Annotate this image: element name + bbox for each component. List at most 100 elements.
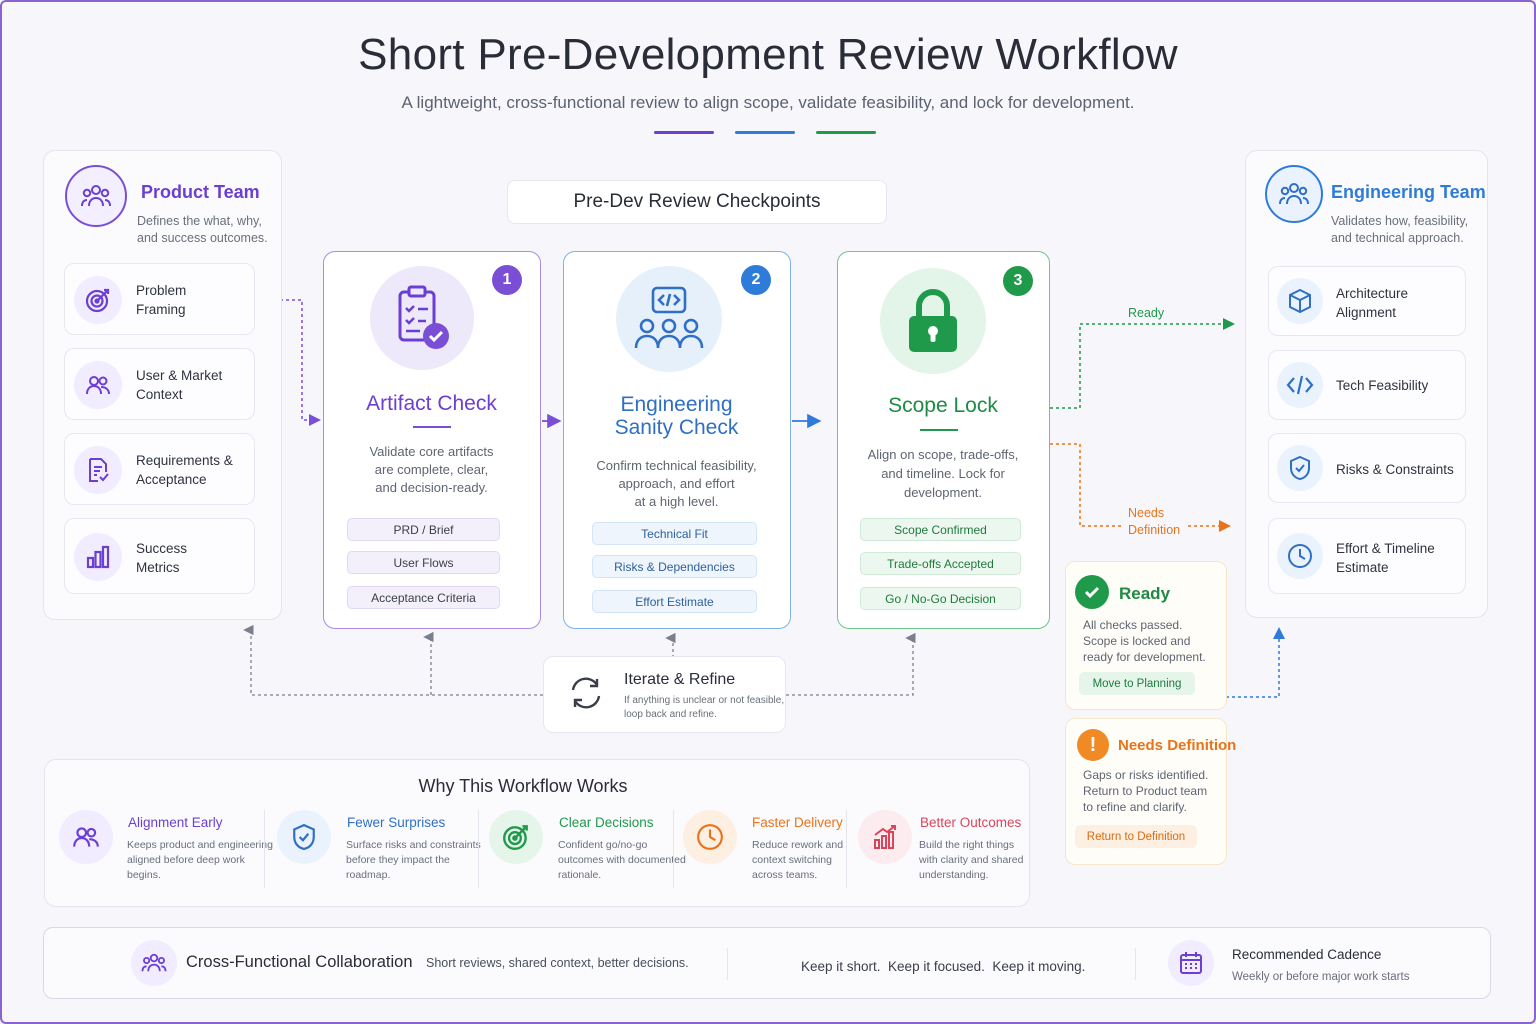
outcome-desc: ready for development. — [1083, 650, 1206, 664]
engineering-item-tech-feasibility[interactable]: Tech Feasibility — [1268, 350, 1466, 420]
footer-cadence-desc: Weekly or before major work starts — [1232, 971, 1410, 983]
stage-title-underline — [920, 429, 958, 431]
item-label: Framing — [136, 302, 186, 317]
engineering-item-risks[interactable]: Risks & Constraints — [1268, 433, 1466, 503]
stage-title: Engineering — [620, 393, 733, 416]
checkpoints-heading: Pre-Dev Review Checkpoints — [507, 180, 887, 224]
stage-desc: are complete, clear, — [374, 462, 489, 477]
footer-cadence-title: Recommended Cadence — [1232, 947, 1382, 962]
target-icon — [489, 810, 543, 864]
outcome-desc: Scope is locked and — [1083, 634, 1191, 648]
code-team-icon — [616, 266, 722, 372]
item-label: Tech Feasibility — [1336, 378, 1429, 393]
product-item-problem-framing[interactable]: Problem Framing — [64, 263, 255, 335]
why-item-title: Alignment Early — [128, 815, 223, 830]
return-to-definition-button[interactable]: Return to Definition — [1075, 825, 1197, 848]
engineering-team-panel: Engineering Team Validates how, feasibil… — [1245, 150, 1488, 618]
outcome-desc: to refine and clarify. — [1083, 800, 1187, 814]
stage-number-badge: 1 — [492, 265, 522, 295]
alert-icon: ! — [1077, 729, 1109, 761]
engineering-item-effort[interactable]: Effort & Timeline Estimate — [1268, 518, 1466, 594]
stage-scope-lock[interactable]: 3 Scope Lock Align on scope, trade-offs,… — [837, 251, 1050, 629]
product-team-title: Product Team — [141, 182, 260, 202]
item-label: Effort & Timeline — [1336, 541, 1435, 556]
stage-title: Sanity Check — [614, 416, 739, 439]
footer-collab-desc: Short reviews, shared context, better de… — [426, 956, 689, 970]
iterate-refine-box[interactable]: Iterate & Refine If anything is unclear … — [543, 656, 786, 733]
product-item-requirements[interactable]: Requirements & Acceptance — [64, 433, 255, 505]
clock-icon — [1277, 533, 1323, 579]
document-check-icon — [74, 446, 122, 494]
iterate-desc-1: If anything is unclear or not feasible, — [624, 695, 785, 706]
users-icon — [1265, 165, 1323, 223]
why-item-desc: understanding. — [919, 869, 989, 881]
why-item-title: Clear Decisions — [559, 815, 654, 830]
why-item-desc: begins. — [127, 869, 161, 881]
route-needs-label-1: Needs — [1128, 506, 1165, 520]
stage-engineering-sanity-check[interactable]: 2 Engineering Sanity Check Confirm techn… — [563, 251, 791, 629]
outcome-ready-title: Ready — [1119, 584, 1171, 603]
item-label: User & Market — [136, 368, 223, 383]
why-item-title: Faster Delivery — [752, 815, 843, 830]
product-team-desc-1: Defines the what, why, — [137, 214, 262, 228]
outcome-desc: All checks passed. — [1083, 618, 1183, 632]
why-item-desc: Keeps product and engineering — [127, 839, 273, 851]
divider — [478, 810, 479, 888]
stage-pill: Trade-offs Accepted — [860, 552, 1021, 575]
why-item-desc: Build the right things — [919, 839, 1015, 851]
stage-artifact-check[interactable]: 1 Artifact Check Validate core artifacts… — [323, 251, 541, 629]
why-item-desc: with clarity and shared — [919, 854, 1024, 866]
accent-rule-green — [816, 131, 876, 134]
stage-title: Scope Lock — [888, 394, 998, 417]
stage-pill: User Flows — [347, 551, 500, 574]
item-label: Alignment — [1336, 305, 1397, 320]
iterate-desc-2: loop back and refine. — [624, 709, 717, 720]
outcome-desc: Gaps or risks identified. — [1083, 768, 1209, 782]
stage-desc: and timeline. Lock for — [881, 466, 1005, 481]
footer-collab-title: Cross-Functional Collaboration — [186, 953, 413, 971]
stage-desc: approach, and effort — [618, 476, 735, 491]
why-item-desc: before they impact the — [346, 854, 450, 866]
shield-check-icon — [277, 810, 331, 864]
cube-icon — [1277, 278, 1323, 324]
why-workflow-panel: Why This Workflow Works Alignment Early … — [44, 759, 1030, 907]
engineering-team-desc-2: and technical approach. — [1331, 231, 1464, 245]
stage-title: Artifact Check — [366, 392, 497, 415]
bar-chart-icon — [74, 533, 122, 581]
users-icon — [59, 810, 113, 864]
stage-pill: Technical Fit — [592, 522, 757, 545]
why-item-desc: aligned before deep work — [127, 854, 245, 866]
footer-bar: Cross-Functional Collaboration Short rev… — [43, 927, 1491, 999]
stage-desc: Align on scope, trade-offs, — [867, 447, 1019, 462]
stage-pill: Scope Confirmed — [860, 518, 1021, 541]
divider — [727, 948, 728, 980]
product-item-user-market[interactable]: User & Market Context — [64, 348, 255, 420]
stage-title-underline — [413, 426, 451, 428]
lock-icon — [880, 268, 986, 374]
stage-pill: Risks & Dependencies — [592, 555, 757, 578]
page-title: Short Pre-Development Review Workflow — [358, 30, 1178, 79]
outcome-needs-definition-card: ! Needs Definition Gaps or risks identif… — [1065, 718, 1236, 865]
why-item-desc: context switching — [752, 854, 832, 866]
divider — [264, 810, 265, 888]
clock-icon — [683, 810, 737, 864]
route-ready-label: Ready — [1128, 306, 1165, 320]
shield-check-icon — [1277, 445, 1323, 491]
accent-rule-purple — [654, 131, 714, 134]
move-to-planning-button[interactable]: Move to Planning — [1079, 672, 1195, 695]
route-needs-label-2: Definition — [1128, 523, 1181, 537]
stage-desc: Validate core artifacts — [369, 444, 494, 459]
stage-pill: Go / No-Go Decision — [860, 587, 1021, 610]
why-item-title: Better Outcomes — [920, 815, 1022, 830]
why-item-desc: Reduce rework and — [752, 839, 844, 851]
stage-desc: and decision-ready. — [375, 480, 488, 495]
engineering-item-architecture[interactable]: Architecture Alignment — [1268, 266, 1466, 336]
footer-motto: Keep it short. Keep it focused. Keep it … — [801, 959, 1086, 974]
item-label: Metrics — [136, 560, 180, 575]
product-item-success-metrics[interactable]: Success Metrics — [64, 518, 255, 594]
product-team-panel: Product Team Defines the what, why, and … — [43, 150, 282, 620]
stage-pill: Acceptance Criteria — [347, 586, 500, 609]
why-heading: Why This Workflow Works — [418, 776, 628, 796]
engineering-team-desc-1: Validates how, feasibility, — [1331, 214, 1469, 228]
outcome-needs-title: Needs Definition — [1118, 737, 1237, 754]
